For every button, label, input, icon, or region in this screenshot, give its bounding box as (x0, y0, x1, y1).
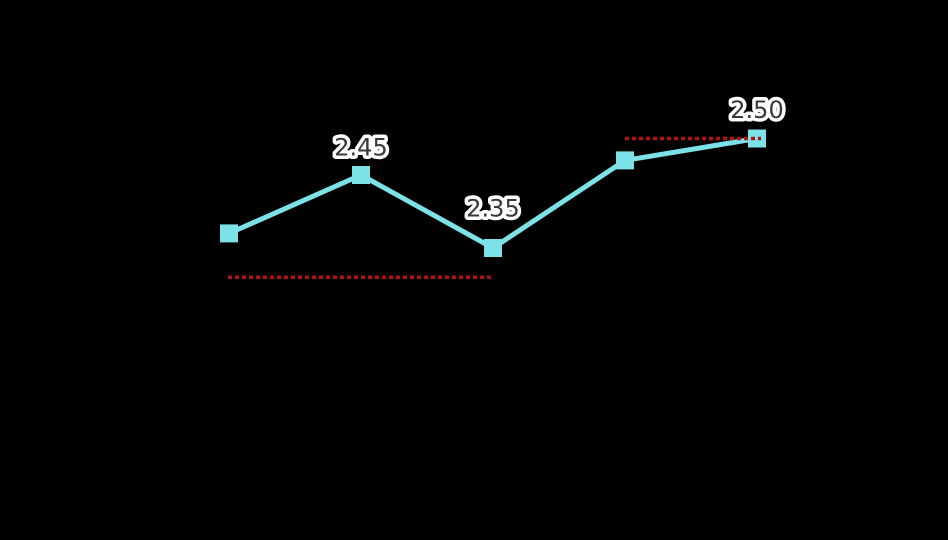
data-point-marker[interactable] (748, 129, 766, 148)
data-point-label: 2.50 (730, 96, 783, 124)
data-point-marker[interactable] (352, 166, 370, 184)
data-point-marker[interactable] (616, 151, 634, 170)
data-point-marker[interactable] (220, 224, 238, 243)
series-line (227, 136, 758, 251)
data-point-label: 2.45 (334, 134, 387, 162)
data-point-marker[interactable] (484, 239, 502, 257)
data-point-label: 2.35 (466, 195, 519, 223)
